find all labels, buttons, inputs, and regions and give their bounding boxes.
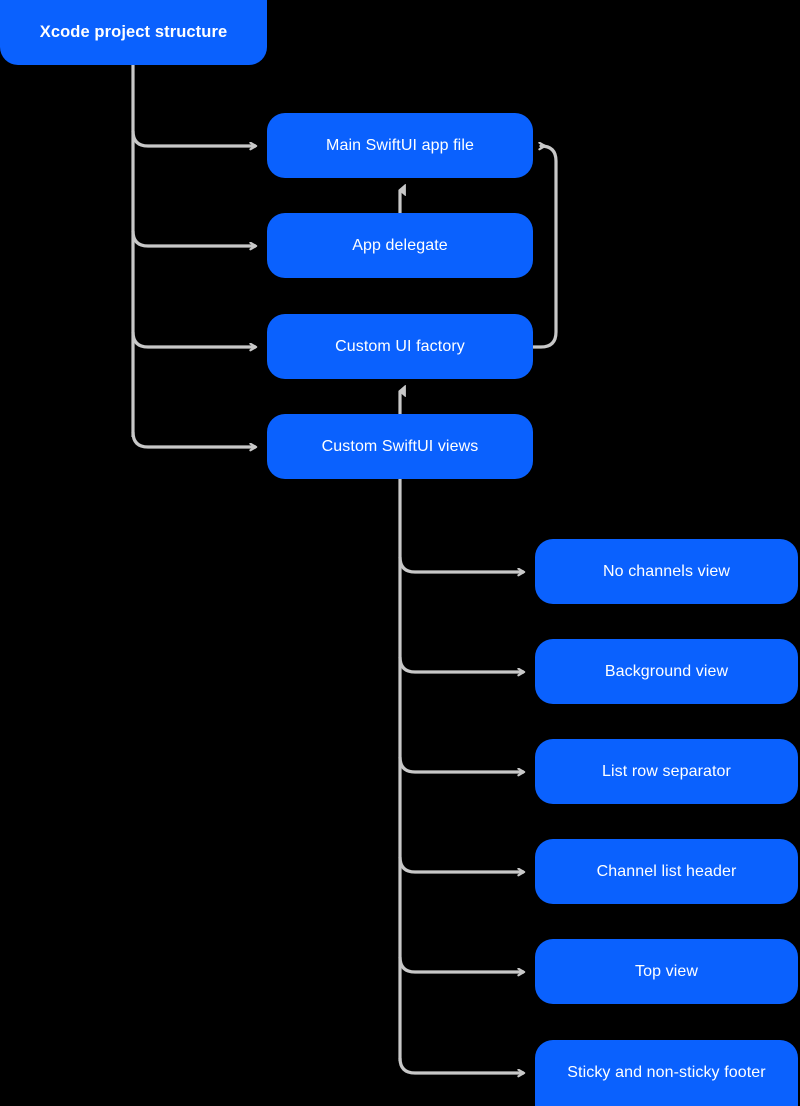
node-label: Sticky and non-sticky footer <box>567 1064 766 1082</box>
node-custom-swiftui-views[interactable]: Custom SwiftUI views <box>267 414 533 479</box>
node-label: Custom UI factory <box>335 337 465 355</box>
node-no-channels-view[interactable]: No channels view <box>535 539 798 604</box>
node-label: Custom SwiftUI views <box>321 437 479 455</box>
node-background-view[interactable]: Background view <box>535 639 798 704</box>
node-label: Main SwiftUI app file <box>326 136 474 154</box>
edge-custom-swiftui-views-to-sticky-and-non-sticky-footer <box>398 1057 524 1073</box>
edge-root-to-app-delegate <box>131 230 256 246</box>
node-label: No channels view <box>603 562 730 580</box>
edge-custom-swiftui-views-to-top-view <box>398 956 524 972</box>
node-custom-ui-factory[interactable]: Custom UI factory <box>267 314 533 379</box>
edge-custom-ui-factory-to-main-swiftui-app-file <box>533 146 558 349</box>
node-channel-list-header[interactable]: Channel list header <box>535 839 798 904</box>
node-label: List row separator <box>602 762 731 780</box>
node-label: Background view <box>604 662 729 680</box>
node-label: Top view <box>634 962 699 980</box>
edge-custom-swiftui-views-to-no-channels-view <box>398 556 524 572</box>
edge-root-to-main-swiftui-app-file <box>131 130 256 146</box>
node-xcode-project-structure[interactable]: Xcode project structure <box>0 0 267 65</box>
node-label: Xcode project structure <box>39 22 228 41</box>
edge-root-to-custom-ui-factory <box>131 331 256 347</box>
node-label: Channel list header <box>596 862 737 880</box>
node-label: App delegate <box>352 236 448 254</box>
node-sticky-and-non-sticky-footer[interactable]: Sticky and non-sticky footer <box>535 1040 798 1106</box>
edge-custom-swiftui-views-to-channel-list-header <box>398 856 524 872</box>
edge-root-to-custom-swiftui-views <box>131 431 256 447</box>
node-list-row-separator[interactable]: List row separator <box>535 739 798 804</box>
edge-custom-swiftui-views-to-background-view <box>398 656 524 672</box>
node-main-swiftui-app-file[interactable]: Main SwiftUI app file <box>267 113 533 178</box>
edge-custom-swiftui-views-to-list-row-separator <box>398 756 524 772</box>
node-top-view[interactable]: Top view <box>535 939 798 1004</box>
node-app-delegate[interactable]: App delegate <box>267 213 533 278</box>
